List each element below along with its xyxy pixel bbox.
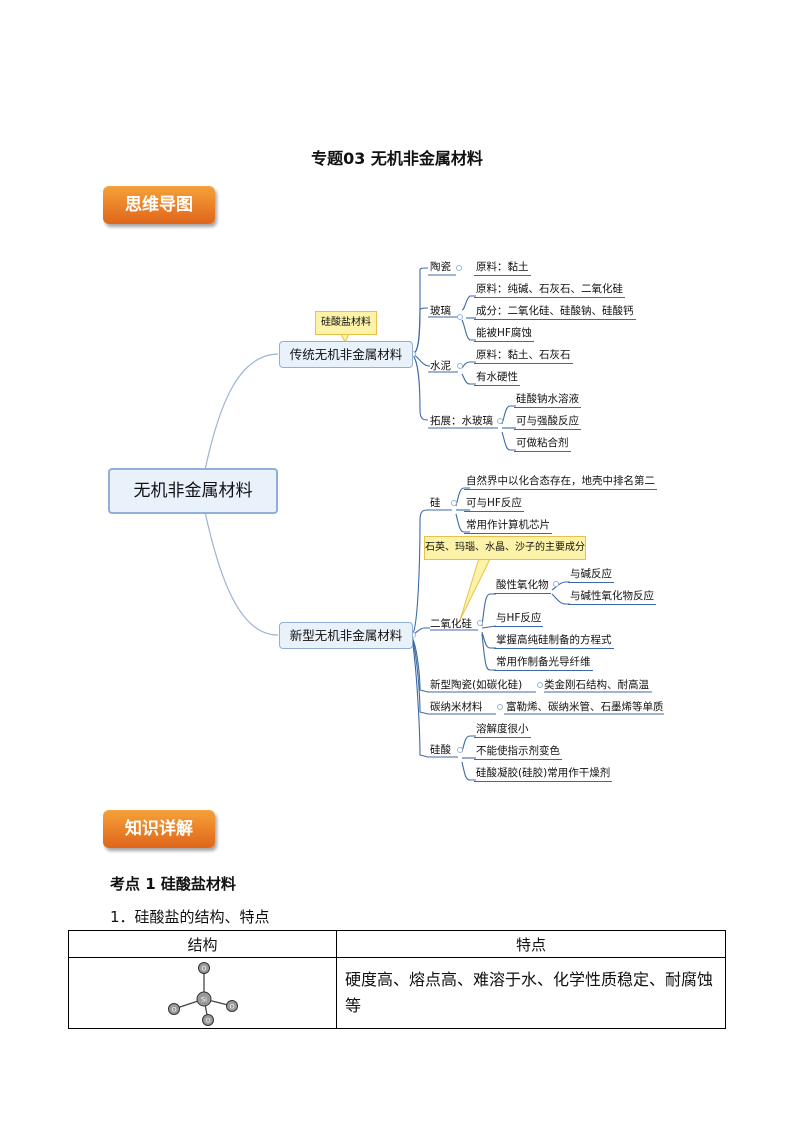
details-badge: 知识详解 (103, 810, 215, 848)
section-subheading: 1．硅酸盐的结构、特点 (110, 908, 270, 926)
acid-item: 与碱反应 (568, 567, 614, 583)
note-sio2: 石英、玛瑙、水晶、沙子的主要成分 (424, 536, 586, 560)
gui-item: 可与HF反应 (464, 496, 524, 512)
guisuan-item: 溶解度很小 (474, 722, 531, 738)
si-atom-label: Si (201, 996, 207, 1004)
node-tuozhan: 拓展：水玻璃 (430, 415, 493, 427)
mindmap-connectors (204, 265, 664, 781)
boli-item: 成分：二氧化硅、硅酸钠、硅酸钙 (474, 304, 636, 320)
feature-cell: 硬度高、熔点高、难溶于水、化学性质稳定、耐腐蚀等 (336, 957, 726, 1029)
tuozhan-item: 硅酸钠水溶液 (514, 392, 581, 408)
node-taoci: 陶瓷 (430, 261, 451, 273)
sio4-structure-diagram: Si O O O O (168, 962, 238, 1026)
eryang-item: 掌握高纯硅制备的方程式 (494, 633, 614, 649)
taoci-item: 原料：黏土 (474, 260, 531, 276)
table-header-feature: 特点 (336, 930, 726, 958)
node-guisuan: 硅酸 (430, 744, 451, 756)
o-atom-label: O (201, 965, 206, 973)
silicate-table: 结构 特点 Si O (68, 930, 726, 1029)
o-atom-label: O (171, 1006, 176, 1014)
node-boli: 玻璃 (430, 305, 451, 317)
mindmap-badge: 思维导图 (103, 186, 215, 224)
tuozhan-item: 可做粘合剂 (514, 436, 571, 452)
branch-new: 新型无机非金属材料 (279, 622, 413, 649)
new-ceramic-item: 类金刚石结构、耐高温 (544, 679, 649, 691)
nano-item: 富勒烯、碳纳米管、石墨烯等单质 (506, 701, 664, 713)
node-eryang: 二氧化硅 (430, 618, 472, 630)
node-gui: 硅 (430, 497, 441, 509)
node-acid-oxide: 酸性氧化物 (494, 578, 551, 594)
tuozhan-item: 可与强酸反应 (514, 414, 581, 430)
mindmap-root: 无机非金属材料 (108, 468, 278, 514)
table-header-structure: 结构 (68, 930, 337, 958)
gui-item: 常用作计算机芯片 (464, 518, 552, 534)
shuini-item: 有水硬性 (474, 370, 520, 386)
note-silicate: 硅酸盐材料 (315, 311, 377, 335)
eryang-item: 常用作制备光导纤维 (494, 655, 593, 671)
shuini-item: 原料：黏土、石灰石 (474, 348, 573, 364)
branch-traditional: 传统无机非金属材料 (279, 341, 413, 368)
node-new-ceramic: 新型陶瓷(如碳化硅) (430, 679, 523, 691)
section-heading: 考点 1 硅酸盐材料 (110, 875, 236, 893)
node-nano: 碳纳米材料 (430, 701, 483, 713)
boli-item: 能被HF腐蚀 (474, 326, 534, 342)
structure-cell: Si O O O O (68, 957, 337, 1029)
guisuan-item: 硅酸凝胶(硅胶)常用作干燥剂 (474, 766, 613, 782)
gui-item: 自然界中以化合态存在，地壳中排名第二 (464, 474, 657, 490)
o-atom-label: O (229, 1003, 234, 1011)
node-shuini: 水泥 (430, 360, 451, 372)
boli-item: 原料：纯碱、石灰石、二氧化硅 (474, 282, 625, 298)
eryang-item: 与HF反应 (494, 611, 544, 627)
page-title: 专题03 无机非金属材料 (311, 149, 483, 168)
o-atom-label: O (205, 1017, 210, 1025)
acid-item: 与碱性氧化物反应 (568, 589, 656, 605)
guisuan-item: 不能使指示剂变色 (474, 744, 562, 760)
